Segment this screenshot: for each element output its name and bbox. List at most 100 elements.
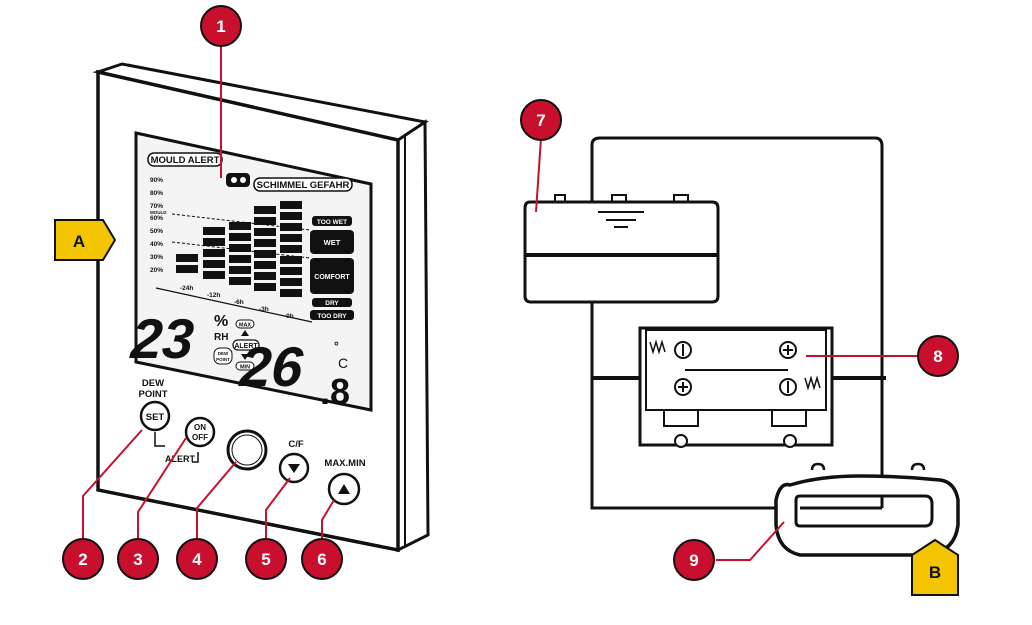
humidity-value: 23 xyxy=(128,307,196,370)
stand[interactable] xyxy=(774,462,960,557)
bar-segment xyxy=(254,206,276,214)
mould-icon xyxy=(226,173,250,187)
spring-icon-2 xyxy=(804,375,821,391)
down-triangle-icon xyxy=(288,464,300,473)
callout-9-number: 9 xyxy=(689,551,698,570)
callout-b-letter: B xyxy=(929,563,941,582)
bar-segment xyxy=(254,217,276,225)
callout-4: 4 xyxy=(176,538,218,580)
humidity-y-axis: 90% 80% 70% MOULD 60% 50% 40% 30% 20% xyxy=(150,177,167,274)
callout-7: 7 xyxy=(520,99,562,141)
battery-cover[interactable] xyxy=(523,194,720,304)
front-device: MOULD ALERT SCHIMMEL GEFAHR 90% 80% 70% … xyxy=(92,62,430,553)
bar-segment xyxy=(229,244,251,252)
bar-segment xyxy=(280,289,302,297)
bar-segment xyxy=(229,266,251,274)
bar-segment xyxy=(254,283,276,291)
y-label-mould: MOULD xyxy=(150,210,167,215)
bar-segment xyxy=(203,227,225,235)
y-label-30: 30% xyxy=(150,254,163,261)
bar-segment xyxy=(280,223,302,231)
device-side xyxy=(396,119,430,553)
alert-indicator: ALERT xyxy=(234,343,258,350)
callout-2-number: 2 xyxy=(78,550,87,569)
bar-segment xyxy=(176,265,198,273)
bar-segment xyxy=(203,249,225,257)
off-label: OFF xyxy=(192,433,208,442)
callout-b-tag: B xyxy=(911,538,959,596)
bar-segment xyxy=(280,278,302,286)
bar-segment xyxy=(203,271,225,279)
alert-bracket-label: ALERT xyxy=(165,454,195,464)
up-arrow-icon xyxy=(241,330,249,336)
callout-3-number: 3 xyxy=(133,550,142,569)
bar-segment xyxy=(176,254,198,262)
down-arrow-icon xyxy=(241,354,249,360)
y-label-70: 70% xyxy=(150,203,163,210)
callout-5-number: 5 xyxy=(261,550,270,569)
status-dry: DRY xyxy=(325,300,339,307)
bar-segment xyxy=(229,233,251,241)
x-label-24h: -24h xyxy=(180,285,193,292)
callout-6-number: 6 xyxy=(317,550,326,569)
humidity-rh: RH xyxy=(214,332,228,343)
min-indicator: MIN xyxy=(240,365,250,371)
minus-icon-2 xyxy=(779,378,797,396)
on-off-button[interactable]: ON OFF xyxy=(184,416,216,448)
callout-6: 6 xyxy=(301,538,343,580)
lcd-screen xyxy=(134,131,373,412)
callout-5: 5 xyxy=(245,538,287,580)
callout-9: 9 xyxy=(673,539,715,581)
temperature-value: 26 xyxy=(237,335,305,398)
up-triangle-icon xyxy=(338,484,350,494)
temperature-decimal: .8 xyxy=(320,371,350,412)
set-button[interactable]: SET xyxy=(139,400,171,432)
bar-segment xyxy=(280,201,302,209)
lcd-point: POINT xyxy=(216,357,230,362)
y-label-50: 50% xyxy=(150,228,163,235)
bar-segment xyxy=(229,222,251,230)
callout-2: 2 xyxy=(62,538,104,580)
callout-8-number: 8 xyxy=(933,347,942,366)
status-too-dry: TOO DRY xyxy=(317,313,347,320)
minus-icon xyxy=(674,341,692,359)
y-label-60: 60% xyxy=(150,215,163,222)
bar-segment xyxy=(203,238,225,246)
cf-down-button[interactable] xyxy=(278,452,310,484)
point-label: POINT xyxy=(138,389,167,400)
alert-bracket xyxy=(154,432,199,463)
callout-1: 1 xyxy=(200,5,242,47)
spring-icon xyxy=(649,339,666,355)
cf-label: C/F xyxy=(288,439,304,450)
bar-segment xyxy=(254,228,276,236)
bar-segment xyxy=(280,245,302,253)
schimmel-gefahr-label: SCHIMMEL GEFAHR xyxy=(257,180,350,191)
x-label-3h: -3h xyxy=(259,306,269,313)
humidity-history-bars xyxy=(176,201,302,297)
bar-segment xyxy=(254,272,276,280)
maxmin-up-button[interactable] xyxy=(327,472,361,506)
maxmin-label: MAX.MIN xyxy=(324,458,365,469)
bar-segment xyxy=(203,260,225,268)
bar-segment xyxy=(229,277,251,285)
x-label-6h: -6h xyxy=(234,299,244,306)
back-device xyxy=(523,136,960,557)
bar-segment xyxy=(280,267,302,275)
y-label-20: 20% xyxy=(150,267,163,274)
on-label: ON xyxy=(194,423,206,432)
callout-a-letter: A xyxy=(73,232,85,251)
max-indicator: MAX xyxy=(239,323,252,329)
callout-7-number: 7 xyxy=(536,111,545,130)
y-label-80: 80% xyxy=(150,190,163,197)
plus-icon xyxy=(779,341,797,359)
lcd-dew: DEW xyxy=(218,351,229,356)
bar-segment xyxy=(229,255,251,263)
light-button[interactable] xyxy=(226,429,268,471)
bar-segment xyxy=(280,212,302,220)
battery-compartment xyxy=(638,326,834,448)
callout-3: 3 xyxy=(117,538,159,580)
back-body xyxy=(590,136,884,510)
bar-segment xyxy=(254,239,276,247)
bar-segment xyxy=(280,234,302,242)
